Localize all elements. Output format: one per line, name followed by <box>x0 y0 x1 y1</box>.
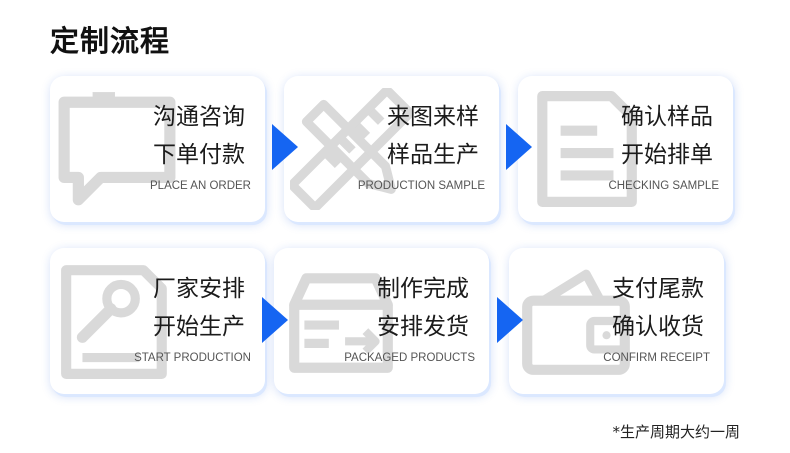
step-english-label: PLACE AN ORDER <box>150 180 251 192</box>
production-cycle-note: *生产周期大约一周 <box>612 423 740 441</box>
step-english-label: PACKAGED PRODUCTS <box>344 352 475 364</box>
flow-arrow-icon <box>506 124 532 170</box>
wrench-document-icon <box>61 265 167 379</box>
step-card-packaged-products: 制作完成 安排发货 PACKAGED PRODUCTS <box>274 248 489 394</box>
document-icon <box>537 91 637 207</box>
package-icon <box>289 273 393 373</box>
step-title: 厂家安排 <box>153 276 245 302</box>
step-subtitle: 样品生产 <box>387 142 479 168</box>
step-title: 来图来样 <box>387 104 479 130</box>
step-english-label: CHECKING SAMPLE <box>608 180 719 192</box>
step-subtitle: 下单付款 <box>153 142 245 168</box>
step-title: 制作完成 <box>377 276 469 302</box>
step-card-production-sample: 来图来样 样品生产 PRODUCTION SAMPLE <box>284 76 499 222</box>
flow-arrow-icon <box>262 297 288 343</box>
flow-arrow-icon <box>497 297 523 343</box>
step-english-label: CONFIRM RECEIPT <box>603 352 710 364</box>
step-title: 沟通咨询 <box>153 104 245 130</box>
step-card-confirm-receipt: 支付尾款 确认收货 CONFIRM RECEIPT <box>509 248 724 394</box>
step-card-start-production: 厂家安排 开始生产 START PRODUCTION <box>50 248 265 394</box>
step-english-label: START PRODUCTION <box>134 352 251 364</box>
pencil-ruler-icon <box>290 88 412 210</box>
step-card-checking-sample: 确认样品 开始排单 CHECKING SAMPLE <box>518 76 733 222</box>
flow-arrow-icon <box>272 124 298 170</box>
step-title: 确认样品 <box>621 104 713 130</box>
step-english-label: PRODUCTION SAMPLE <box>357 180 485 192</box>
step-title: 支付尾款 <box>612 276 704 302</box>
step-subtitle: 开始生产 <box>153 314 245 340</box>
step-card-place-order: 沟通咨询 下单付款 PLACE AN ORDER <box>50 76 265 222</box>
step-subtitle: 确认收货 <box>612 314 704 340</box>
page-title: 定制流程 <box>50 24 171 58</box>
chat-bubble-icon <box>58 92 176 206</box>
step-subtitle: 开始排单 <box>621 142 713 168</box>
wallet-icon <box>522 269 630 375</box>
step-subtitle: 安排发货 <box>377 314 469 340</box>
